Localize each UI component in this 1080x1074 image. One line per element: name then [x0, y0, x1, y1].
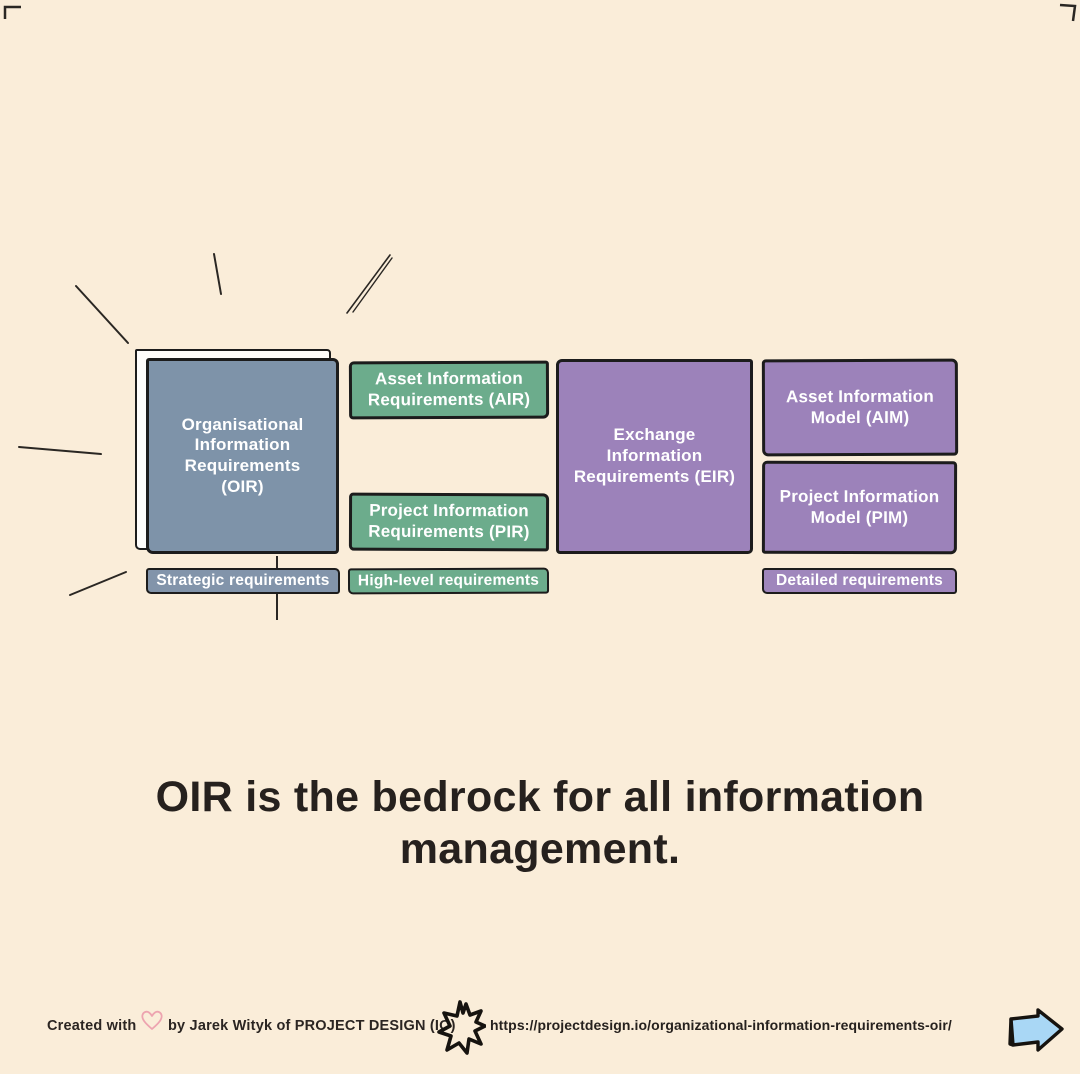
box-aim: Asset Information Model (AIM): [761, 358, 959, 457]
tier-strategic-label: Strategic requirements: [156, 572, 330, 589]
page-title: OIR is the bedrock for all information m…: [155, 773, 925, 873]
burst-star-icon: [436, 998, 487, 1065]
box-oir: Organisational Information Requirements …: [146, 358, 339, 554]
box-eir: Exchange Information Requirements (EIR): [556, 359, 753, 554]
tier-detailed-label: Detailed requirements: [775, 572, 943, 589]
footer-url[interactable]: https://projectdesign.io/organizational-…: [490, 1017, 952, 1033]
box-pim-label: Project Information Model (PIM): [779, 486, 940, 527]
box-pir-label: Project Information Requirements (PIR): [368, 500, 530, 542]
footer: Created with by Jarek Wityk of PROJECT D…: [0, 998, 1080, 1062]
tier-highlevel-label: High-level requirements: [357, 571, 540, 590]
sunburst-ray: [75, 285, 129, 344]
box-pir: Project Information Requirements (PIR): [348, 492, 550, 552]
sunburst-ray: [346, 254, 391, 314]
box-oir-label: Organisational Information Requirements …: [181, 414, 304, 496]
corner-mark-top-right: [1059, 3, 1077, 22]
tier-bar-highlevel: High-level requirements: [347, 567, 550, 595]
tier-bar-strategic: Strategic requirements: [146, 568, 340, 594]
heart-icon: [139, 1007, 165, 1038]
box-air: Asset Information Requirements (AIR): [348, 360, 550, 420]
credit-suffix: by Jarek Wityk of PROJECT DESIGN (IO): [168, 1018, 456, 1034]
sunburst-ray: [18, 446, 102, 455]
sunburst-ray: [352, 257, 393, 313]
box-pim: Project Information Model (PIM): [761, 460, 958, 555]
sunburst-ray: [69, 571, 127, 596]
corner-mark-top-left: [3, 5, 21, 19]
box-eir-label: Exchange Information Requirements (EIR): [573, 425, 736, 486]
tier-bar-detailed: Detailed requirements: [762, 568, 957, 594]
box-air-label: Asset Information Requirements (AIR): [367, 368, 531, 410]
box-aim-label: Asset Information Model (AIM): [785, 386, 934, 427]
credit-prefix: Created with: [47, 1018, 137, 1034]
right-arrow-icon[interactable]: [1006, 1008, 1066, 1057]
sunburst-ray: [213, 253, 222, 295]
